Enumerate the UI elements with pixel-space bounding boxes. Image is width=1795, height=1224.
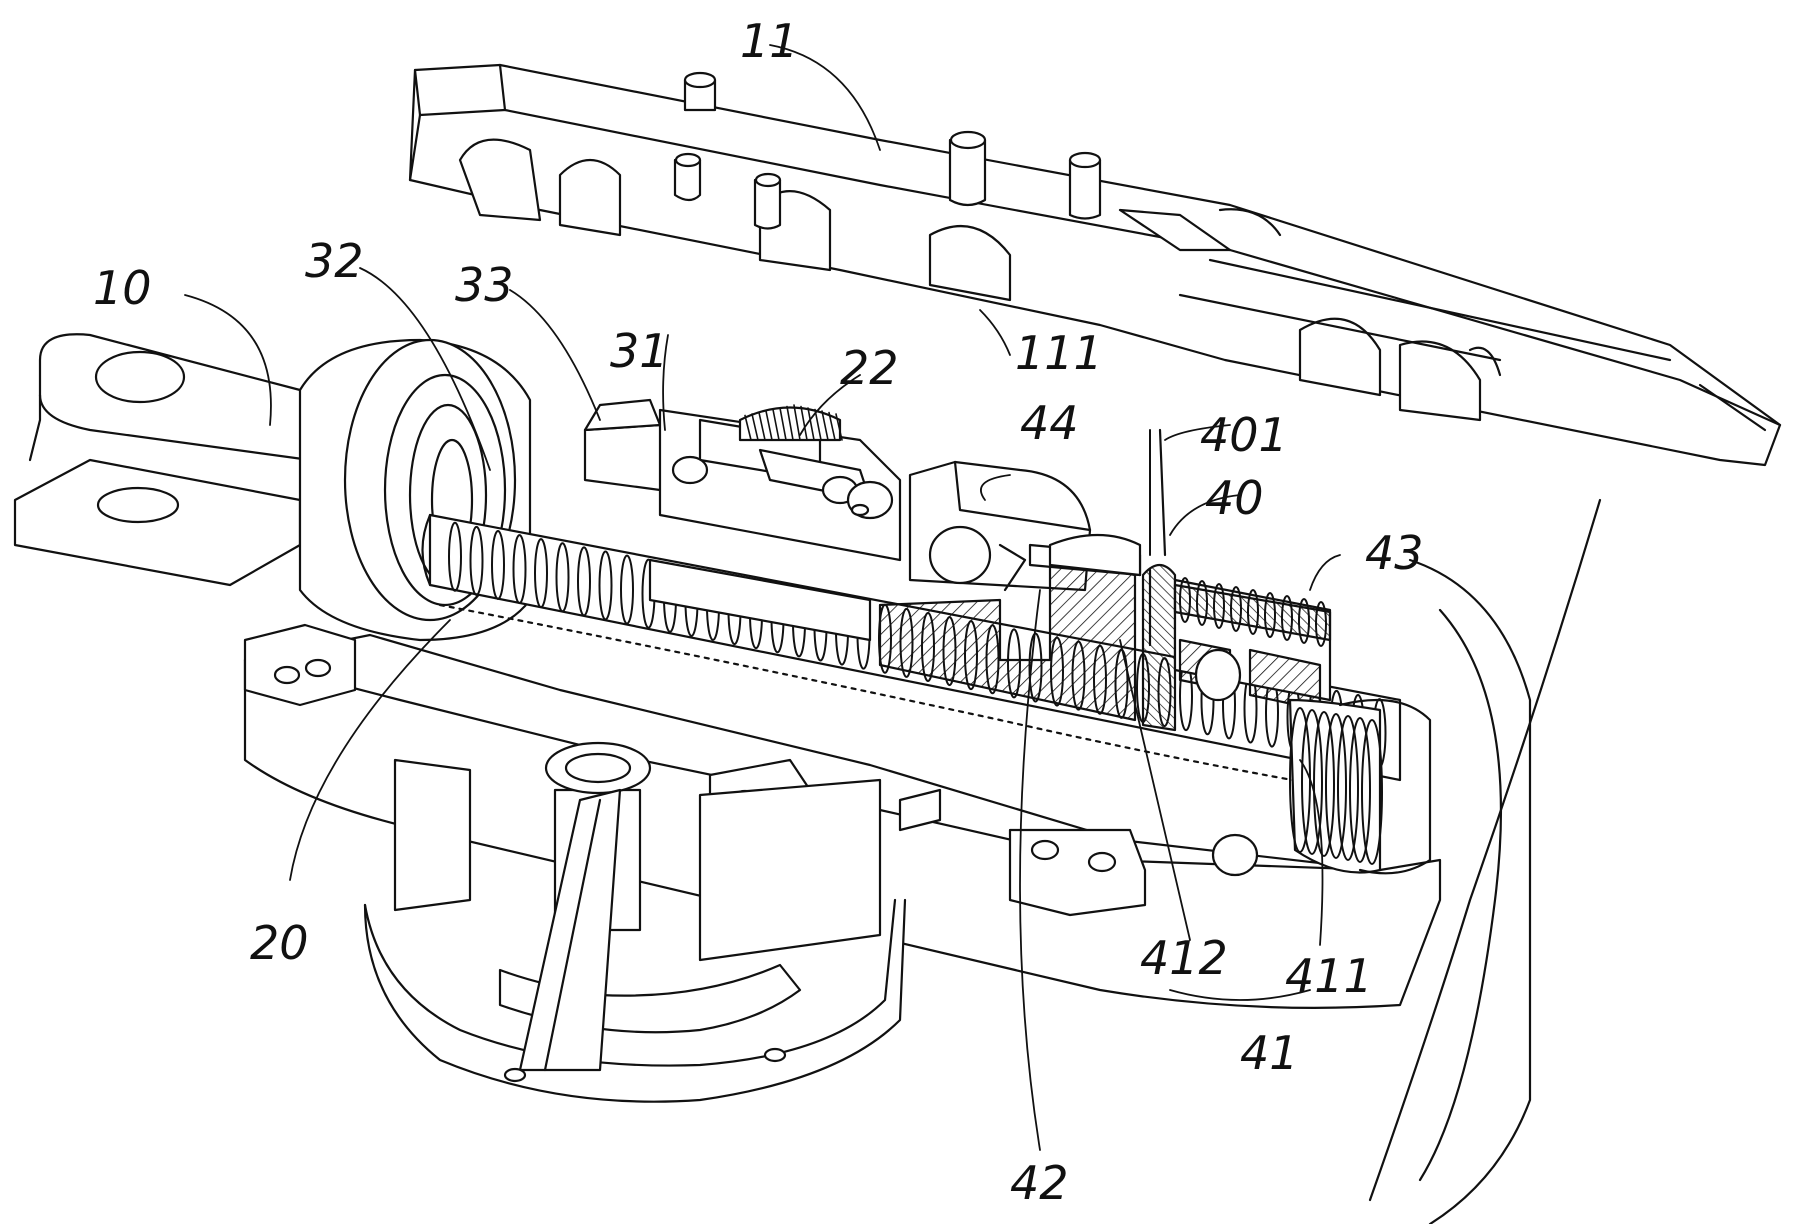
- screw-thread-rib: [555, 542, 570, 613]
- gear-tooth: [751, 413, 759, 441]
- label-401: 401: [1200, 408, 1288, 462]
- spring-coil: [1315, 601, 1327, 647]
- end-spring-coil: [1349, 717, 1371, 863]
- label-111: 111: [1015, 326, 1103, 380]
- label-32: 32: [305, 234, 364, 288]
- screw-thread-rib: [469, 525, 484, 596]
- spring-coil: [1196, 580, 1208, 626]
- end-spring-coil: [1337, 715, 1359, 861]
- label-41: 41: [1240, 1026, 1299, 1080]
- gear-housing: [583, 398, 902, 642]
- spring-coil: [1298, 598, 1310, 644]
- label-412: 412: [1140, 931, 1228, 985]
- spring-coil: [1179, 577, 1191, 623]
- leader-lines: [184, 44, 1341, 1151]
- screw-thread-rib: [620, 554, 634, 625]
- gear-tooth: [793, 404, 801, 441]
- screw-thread-rib: [512, 534, 527, 605]
- spring-43: [1173, 577, 1332, 877]
- upper-cover-11: [408, 63, 1782, 467]
- gear-tooth: [835, 413, 843, 441]
- label-11: 11: [740, 14, 799, 68]
- spring-coil: [1213, 583, 1225, 629]
- end-spring-coil: [1325, 713, 1347, 859]
- end-spring-coil: [1301, 709, 1323, 855]
- gear-tooth: [758, 411, 766, 441]
- label-43: 43: [1365, 526, 1424, 580]
- mounting-base: [363, 741, 907, 1103]
- label-42: 42: [1010, 1156, 1069, 1210]
- gear-tooth: [828, 411, 836, 441]
- label-33: 33: [455, 258, 514, 312]
- spring-coil: [1264, 592, 1276, 638]
- screw-thread-rib: [491, 529, 505, 600]
- gear-tooth: [772, 408, 780, 441]
- label-22: 22: [840, 341, 899, 395]
- label-31: 31: [610, 324, 669, 378]
- gear-tooth: [814, 408, 822, 441]
- gear-tooth: [807, 407, 815, 441]
- gear-tooth: [800, 405, 808, 441]
- label-40: 40: [1205, 471, 1264, 525]
- screw-thread-rib: [598, 550, 613, 621]
- gear-tooth: [779, 407, 787, 441]
- label-20: 20: [250, 916, 309, 970]
- outer-housing: [1368, 498, 1602, 1224]
- spring-coil: [1247, 589, 1259, 635]
- gear-tooth: [821, 410, 829, 441]
- output-shaft-10: [13, 333, 320, 587]
- end-spring-coil: [1361, 719, 1383, 865]
- label-44: 44: [1020, 396, 1079, 450]
- end-spring-411: [1288, 698, 1432, 875]
- clutch-ring-40: [1048, 428, 1177, 732]
- label-411: 411: [1285, 949, 1373, 1003]
- screw-thread-rib: [448, 521, 462, 592]
- label-10: 10: [93, 261, 152, 315]
- spring-coil: [1230, 586, 1242, 632]
- gear-tooth: [765, 410, 773, 441]
- screw-thread-rib: [534, 538, 548, 609]
- screw-thread-rib: [577, 546, 591, 617]
- spring-coil: [1281, 595, 1293, 641]
- gear-tooth: [744, 414, 752, 441]
- end-spring-coil: [1313, 711, 1335, 857]
- gear-tooth: [786, 405, 794, 441]
